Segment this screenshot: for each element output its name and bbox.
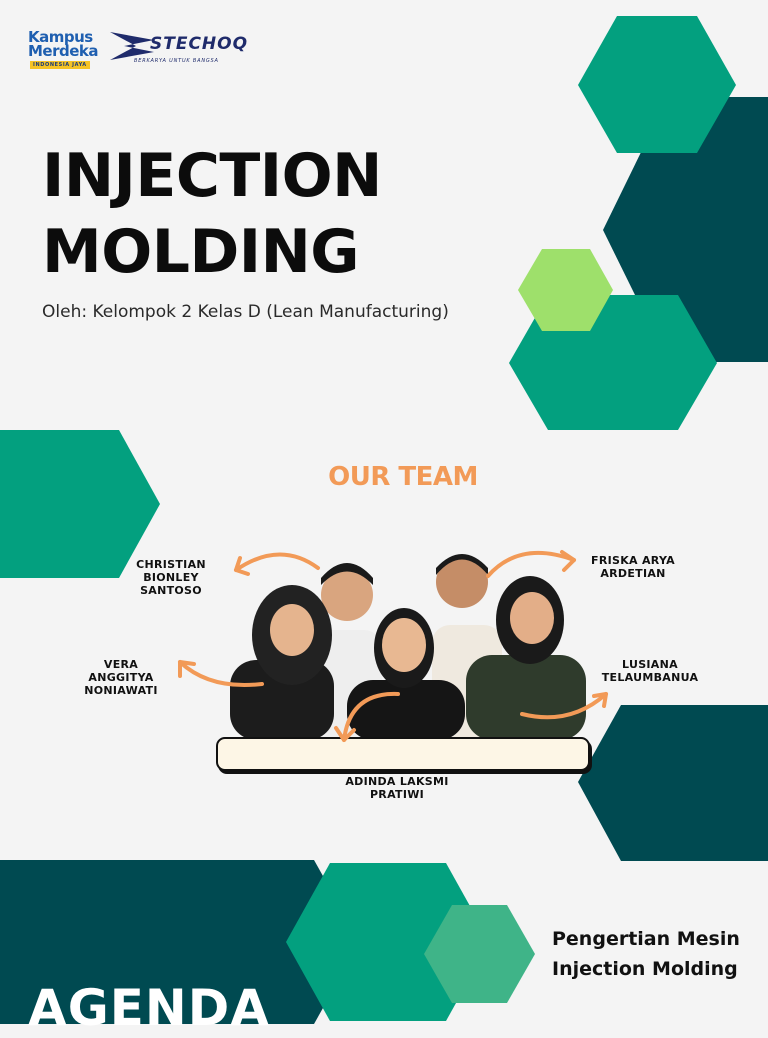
- hexagon-decor-bottom: [0, 860, 535, 1024]
- logo-text-line2: Merdeka: [28, 42, 99, 60]
- hexagon-teal-left: [0, 430, 160, 578]
- team-heading: OUR TEAM: [328, 462, 478, 492]
- arrow-christian-icon: [234, 552, 320, 576]
- member-name-friska: FRISKA ARYA ARDETIAN: [591, 554, 675, 580]
- person-vera: [230, 585, 334, 740]
- member-name-adinda: ADINDA LAKSMI PRATIWI: [345, 775, 449, 801]
- stechoq-wordmark: STECHOQ: [150, 34, 249, 54]
- hexagon-teal-top: [578, 16, 736, 153]
- logo-text-line1: Kampus: [28, 28, 93, 46]
- name-plate: [216, 737, 590, 771]
- arrows-overlay: [178, 550, 608, 742]
- subtitle: Oleh: Kelompok 2 Kelas D (Lean Manufactu…: [42, 302, 449, 322]
- hexagon-teal-bottom: [286, 863, 490, 1021]
- member-name-vera: VERA ANGGITYA NONIAWATI: [84, 658, 158, 697]
- hexagon-light-green: [518, 249, 613, 331]
- stechoq-tagline: BERKARYA UNTUK BANGSA: [134, 58, 219, 64]
- member-name-lusiana: LUSIANA TELAUMBANUA: [601, 658, 699, 684]
- hexagon-decor-right-top: [509, 16, 768, 430]
- hexagon-decor-right-mid: [578, 705, 768, 861]
- agenda-item: Pengertian Mesin Injection Molding: [552, 928, 740, 980]
- team-photo: [230, 554, 586, 740]
- stechoq-mark-icon: [110, 32, 154, 60]
- arrow-friska-icon: [486, 550, 576, 578]
- dark-teal-band: [0, 860, 360, 1024]
- page-title: INJECTION MOLDING: [42, 141, 382, 287]
- hexagon-mid-green-bottom: [424, 905, 535, 1003]
- arrow-vera-icon: [178, 660, 264, 688]
- kampus-merdeka-logo: Kampus Merdeka INDONESIA JAYA: [28, 30, 108, 72]
- person-adinda: [347, 608, 465, 740]
- arrow-adinda-icon: [334, 691, 400, 742]
- hexagon-dark-teal-right: [578, 705, 768, 861]
- logo-tagline: INDONESIA JAYA: [30, 61, 90, 69]
- member-name-christian: CHRISTIAN BIONLEY SANTOSO: [136, 558, 206, 597]
- hexagon-decor-left-mid: [0, 430, 160, 578]
- stechoq-logo: STECHOQ BERKARYA UNTUK BANGSA: [110, 28, 249, 70]
- agenda-label: AGENDA: [28, 979, 270, 1037]
- arrow-lusiana-icon: [520, 692, 608, 720]
